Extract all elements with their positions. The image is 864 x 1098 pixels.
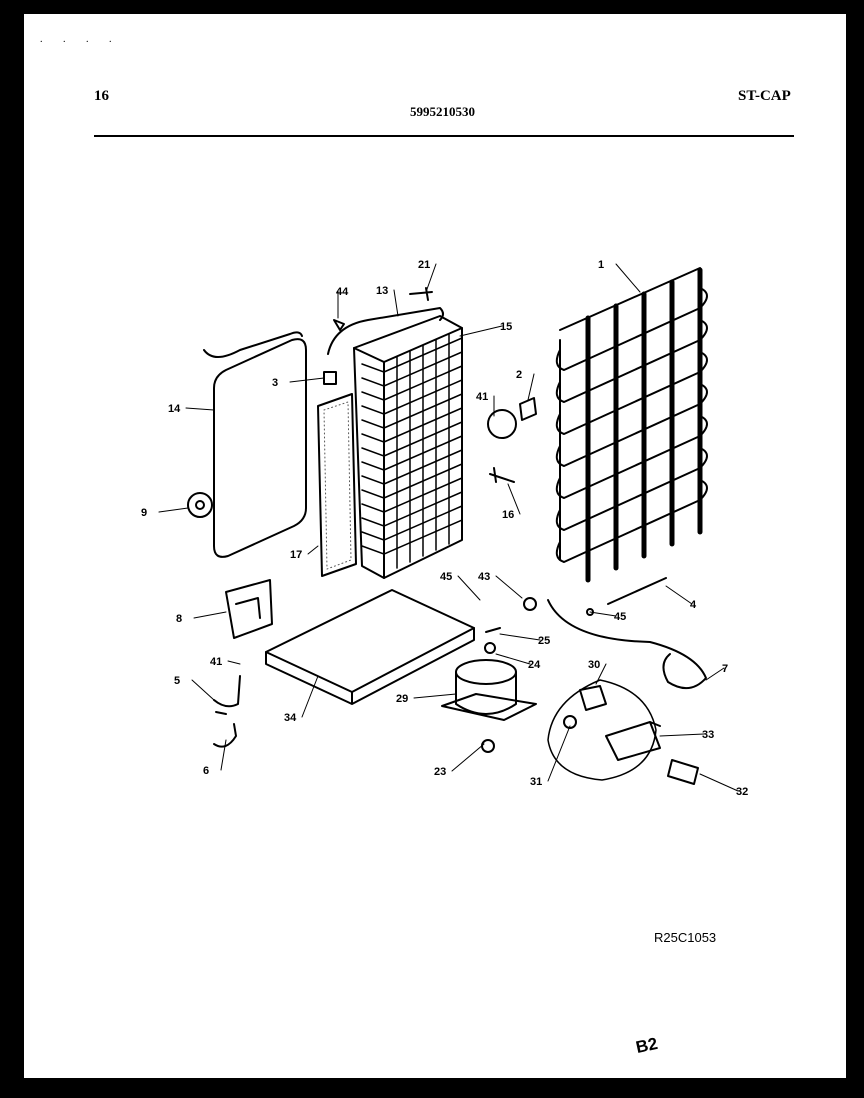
callout-9: 9: [141, 507, 147, 519]
part-14-panel: [203, 331, 307, 558]
leader-41: [227, 660, 241, 665]
leader-9: [158, 507, 189, 513]
callout-16: 16: [502, 509, 514, 521]
part-6-wire: [213, 723, 237, 748]
part-13-tube: [327, 307, 444, 355]
part-8-bracket: [225, 579, 273, 639]
leader-29: [413, 693, 457, 699]
part-32-clip: [667, 759, 699, 785]
callout-1: 1: [598, 259, 604, 271]
leader-5: [191, 679, 215, 701]
model-code: ST-CAP: [738, 88, 791, 104]
corner-marks: . . . .: [40, 34, 121, 45]
leader-25: [499, 633, 541, 641]
part-44-screw: [333, 319, 345, 331]
leader-13: [393, 289, 399, 317]
callout-4: 4: [690, 599, 697, 611]
leader-4: [665, 585, 693, 605]
callout-41: 41: [476, 391, 488, 403]
callout-6: 6: [203, 765, 209, 777]
leader-7: [705, 667, 725, 681]
leader-32: [699, 773, 739, 792]
part-16-probe: [489, 467, 515, 483]
part-5-wire: [213, 675, 241, 715]
callout-29: 29: [396, 693, 408, 705]
part-number: 5995210530: [410, 104, 475, 119]
part-1-condenser: [555, 267, 708, 583]
callout-32: 32: [736, 786, 748, 798]
callout-34: 34: [284, 712, 297, 724]
part-25-washer: [485, 627, 501, 633]
part-15-evaporator: [353, 315, 463, 579]
leader-14: [185, 407, 215, 411]
callout-45: 45: [440, 571, 452, 583]
part-34-base: [265, 589, 475, 705]
leader-45: [457, 575, 481, 601]
leader-24: [495, 653, 531, 665]
callout-7: 7: [722, 663, 728, 675]
part-17-filter: [317, 393, 357, 577]
part-7-tube: [547, 599, 707, 689]
callout-24: 24: [528, 659, 541, 671]
callout-43: 43: [478, 571, 490, 583]
leader-3: [289, 377, 325, 383]
part-4-dryer: [607, 577, 667, 605]
leader-34: [301, 675, 319, 718]
leader-30: [595, 663, 607, 685]
callout-41: 41: [210, 656, 222, 668]
header-rule: [94, 135, 794, 137]
callout-21: 21: [418, 259, 430, 271]
part-30-relay: [579, 685, 607, 711]
part-2-bracket: [487, 397, 537, 439]
part-21-screw: [409, 287, 433, 301]
callout-3: 3: [272, 377, 278, 389]
leader-45: [589, 611, 617, 617]
part-3-clip: [323, 371, 337, 385]
page-number: 16: [94, 88, 109, 104]
leader-21: [425, 263, 437, 293]
part-43-valve: [523, 597, 537, 611]
leader-33: [659, 733, 705, 737]
leader-2: [527, 373, 535, 401]
leader-31: [547, 725, 571, 782]
part-29-compressor: [441, 659, 537, 721]
leader-6: [220, 739, 227, 771]
callout-31: 31: [530, 776, 542, 788]
callout-17: 17: [290, 549, 302, 561]
callout-25: 25: [538, 635, 550, 647]
callout-45: 45: [614, 611, 626, 623]
leader-8: [193, 611, 227, 619]
callout-13: 13: [376, 285, 388, 297]
electrical-detail: [547, 679, 699, 785]
leader-1: [615, 263, 641, 293]
leader-15: [459, 325, 503, 337]
parts-diagram-sheet: . . . . 16 5995210530 ST-CAP R25C1053 B2: [24, 14, 846, 1078]
callout-44: 44: [336, 286, 349, 298]
callout-15: 15: [500, 321, 512, 333]
part-33-capacitor: [605, 721, 661, 761]
callout-14: 14: [168, 403, 181, 415]
leader-17: [307, 545, 319, 555]
part-9-plug: [187, 492, 213, 518]
callout-2: 2: [516, 369, 522, 381]
part-24-grommet: [484, 642, 496, 654]
callout-5: 5: [174, 675, 180, 687]
callout-30: 30: [588, 659, 600, 671]
callout-23: 23: [434, 766, 446, 778]
drawing-code: R25C1053: [654, 930, 717, 945]
leader-16: [507, 483, 521, 515]
part-31-overload: [563, 715, 577, 729]
leader-23: [451, 743, 485, 772]
callout-8: 8: [176, 613, 182, 625]
part-23-grommet: [481, 739, 495, 753]
leader-43: [495, 575, 523, 599]
callout-33: 33: [702, 729, 714, 741]
